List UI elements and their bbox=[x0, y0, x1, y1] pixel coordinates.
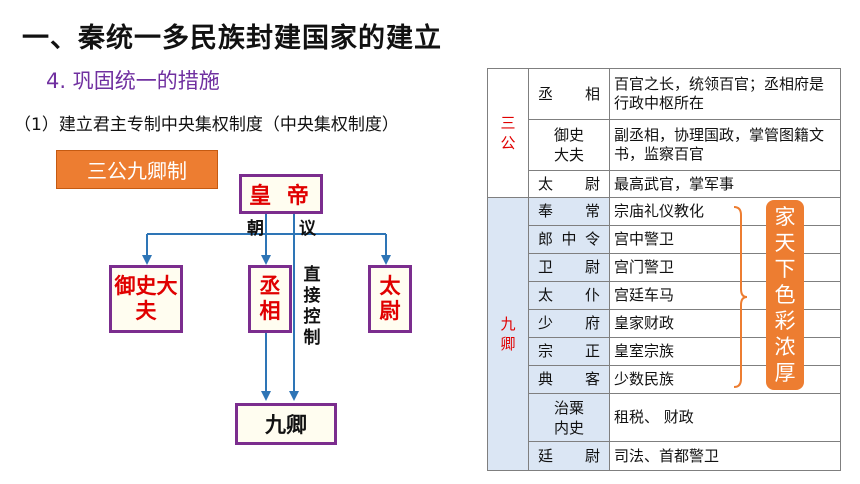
office-cell: 卫 尉 bbox=[528, 253, 610, 282]
duty-cell: 皇家财政 bbox=[609, 309, 841, 338]
section-description: （1）建立君主专制中央集权制度（中央集权制度） bbox=[14, 115, 399, 135]
taiwei-box: 太尉 bbox=[368, 265, 412, 333]
duty-cell: 宗庙礼仪教化 bbox=[609, 197, 841, 226]
office-cell: 郎 中 令 bbox=[528, 225, 610, 254]
court-label-right: 议 bbox=[299, 219, 316, 239]
table-row: 治粟内史 租税、 财政 bbox=[488, 393, 841, 442]
side-note-text: 家天下色彩浓厚 bbox=[774, 205, 796, 385]
duty-cell: 宫中警卫 bbox=[609, 225, 841, 254]
office-cell: 奉 常 bbox=[528, 197, 610, 226]
emperor-box: 皇 帝 bbox=[239, 174, 323, 214]
table-row: 三公 丞 相 百官之长，统领百官；丞相府是行政中枢所在 bbox=[487, 68, 841, 198]
table-row: 太 尉 最高武官，掌军事 bbox=[488, 170, 841, 198]
office-cell: 少 府 bbox=[528, 309, 610, 338]
brace-icon bbox=[733, 206, 748, 388]
chengxiang-box: 丞相 bbox=[248, 265, 292, 333]
direct-control-label: 直接控制 bbox=[303, 265, 321, 348]
group-label-jiuqing: 九卿 bbox=[487, 197, 529, 471]
office-cell: 太 仆 bbox=[528, 281, 610, 310]
office-cell: 典 客 bbox=[528, 365, 610, 394]
office-cell: 御史大夫 bbox=[528, 119, 610, 171]
table-row: 廷 尉 司法、首都警卫 bbox=[488, 441, 841, 471]
office-cell: 丞 相 bbox=[528, 68, 610, 120]
office-text: 御史大夫 bbox=[553, 126, 584, 164]
table-row: 御史大夫 副丞相，协理国政，掌管图籍文书，监察百官 bbox=[488, 119, 841, 171]
duty-cell: 副丞相，协理国政，掌管图籍文书，监察百官 bbox=[609, 119, 841, 171]
group-label-sangong: 三公 bbox=[487, 68, 529, 198]
page-title: 一、秦统一多民族封建国家的建立 bbox=[22, 23, 442, 54]
hierarchy-connectors bbox=[142, 211, 391, 401]
office-cell: 宗 正 bbox=[528, 337, 610, 366]
yushi-box: 御史大夫 bbox=[109, 265, 183, 333]
jiuqing-label: 九卿 bbox=[500, 315, 516, 353]
duty-cell: 宫廷车马 bbox=[609, 281, 841, 310]
duty-cell: 皇室宗族 bbox=[609, 337, 841, 366]
section-subtitle: 4. 巩固统一的措施 bbox=[46, 69, 220, 93]
table-row: 典 客 少数民族 bbox=[488, 365, 841, 394]
sangong-label: 三公 bbox=[500, 114, 516, 152]
jiuqing-box: 九卿 bbox=[235, 403, 337, 445]
office-cell: 治粟内史 bbox=[528, 393, 610, 442]
duty-cell: 宫门警卫 bbox=[609, 253, 841, 282]
office-cell: 太 尉 bbox=[528, 170, 610, 198]
duty-cell: 司法、首都警卫 bbox=[609, 441, 841, 471]
duty-cell: 百官之长，统领百官；丞相府是行政中枢所在 bbox=[609, 68, 841, 120]
side-note-tag: 家天下色彩浓厚 bbox=[766, 200, 804, 390]
duty-cell: 少数民族 bbox=[609, 365, 841, 394]
duty-cell: 最高武官，掌军事 bbox=[609, 170, 841, 198]
court-label-left: 朝 bbox=[247, 219, 264, 239]
system-badge: 三公九卿制 bbox=[56, 150, 218, 189]
office-text: 治粟内史 bbox=[553, 398, 584, 437]
office-cell: 廷 尉 bbox=[528, 441, 610, 471]
duty-cell: 租税、 财政 bbox=[609, 393, 841, 442]
